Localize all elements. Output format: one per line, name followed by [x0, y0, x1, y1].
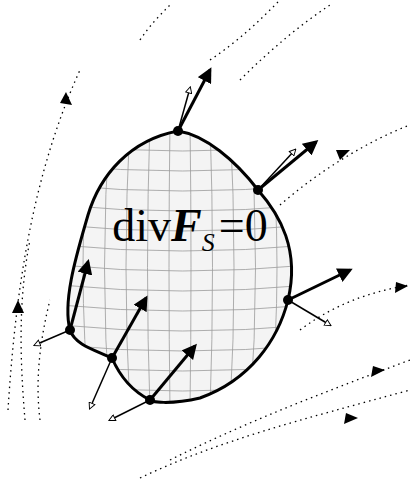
- arrowhead: [371, 366, 385, 377]
- mesh-line: [105, 120, 111, 410]
- arrowhead: [12, 300, 24, 313]
- formula-part: =0: [219, 203, 268, 249]
- field-line: [140, 390, 410, 478]
- point: [173, 126, 183, 136]
- mesh-line: [60, 365, 310, 371]
- mesh-line: [148, 120, 151, 410]
- field-arrow: [288, 270, 350, 300]
- arrowhead: [344, 413, 358, 424]
- point: [145, 395, 155, 405]
- mesh-line: [126, 120, 130, 410]
- field-line: [140, 5, 170, 40]
- field-lines: [8, 0, 410, 478]
- field-line: [280, 125, 410, 205]
- field-arrow: [112, 298, 146, 358]
- mesh-line: [60, 305, 310, 311]
- point: [65, 325, 75, 335]
- field-arrow: [150, 346, 195, 400]
- surface-fill: [68, 131, 292, 402]
- normal-arrow: [90, 358, 112, 408]
- normal-vectors: [35, 88, 330, 420]
- field-line: [300, 285, 410, 330]
- field-line: [240, 5, 330, 80]
- field-vectors: [70, 70, 350, 400]
- point: [253, 185, 263, 195]
- surface-points: [65, 126, 293, 405]
- closed-surface: [68, 131, 292, 402]
- formula-part: F: [171, 203, 202, 249]
- mesh-line: [169, 120, 170, 410]
- mesh-line: [60, 265, 310, 271]
- formula-part: div: [112, 203, 171, 249]
- arrowhead: [60, 92, 72, 105]
- normal-arrow: [110, 400, 150, 420]
- formula: divFS=0: [112, 203, 267, 249]
- normal-arrow: [35, 330, 70, 345]
- arrowhead: [395, 282, 408, 293]
- field-arrow: [258, 142, 316, 190]
- mesh-line: [60, 325, 310, 331]
- mesh-line: [60, 165, 310, 171]
- arrowhead: [336, 150, 350, 160]
- field-line: [38, 300, 50, 420]
- field-line: [8, 70, 80, 410]
- mesh-line: [270, 120, 277, 410]
- field-line: [210, 0, 280, 60]
- mesh-line: [190, 120, 191, 410]
- field-arrow: [178, 70, 210, 131]
- subscript: S: [202, 230, 219, 256]
- point: [283, 295, 293, 305]
- mesh-line: [210, 120, 213, 410]
- point: [107, 353, 117, 363]
- mesh-line: [60, 145, 310, 151]
- mesh-line: [60, 285, 310, 291]
- normal-arrow: [288, 300, 330, 325]
- field-line-arrows: [12, 92, 408, 424]
- field-line: [21, 240, 30, 420]
- surface-mesh: [60, 120, 310, 410]
- field-arrow: [70, 262, 88, 330]
